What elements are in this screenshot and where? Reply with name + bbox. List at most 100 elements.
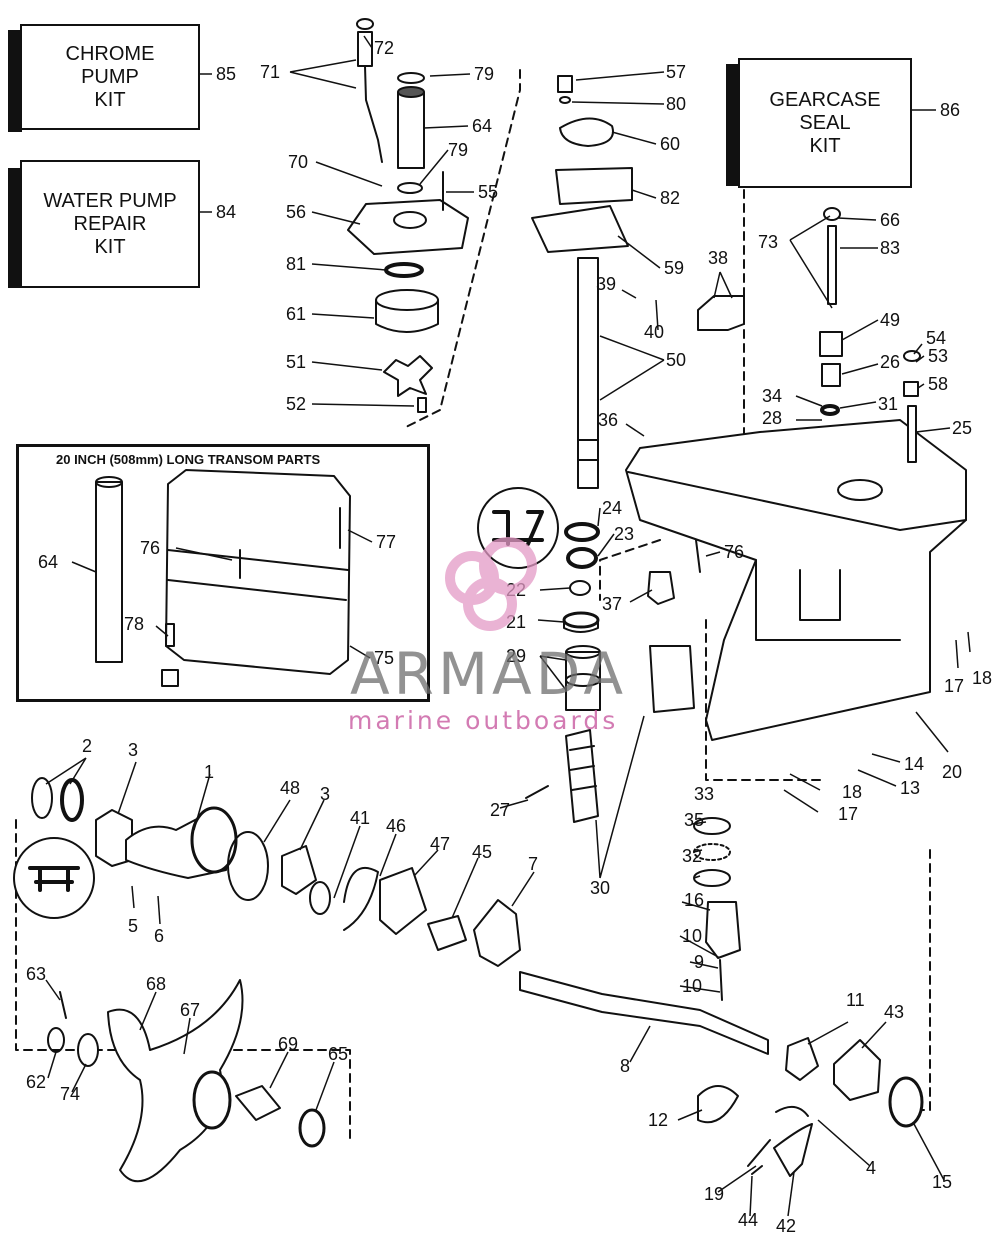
callout-82: 82 (660, 188, 680, 208)
callout-41: 41 (350, 808, 370, 828)
callout-30: 30 (590, 878, 610, 898)
water-tube-64 (397, 91, 425, 169)
callout-63: 63 (26, 964, 46, 984)
callout-70: 70 (288, 152, 308, 172)
callout-3-right: 3 (320, 784, 330, 804)
inset-title: 20 INCH (508mm) LONG TRANSOM PARTS (56, 452, 321, 467)
gearcase-seal-kit-box: GEARCASE SEAL KIT (738, 58, 912, 188)
callout-7: 7 (528, 854, 538, 874)
callout-20: 20 (942, 762, 962, 782)
callout-36: 36 (598, 410, 618, 430)
callout-2: 2 (82, 736, 92, 756)
propeller-shaft-8 (519, 971, 769, 1055)
callout-3-left: 3 (128, 740, 138, 760)
callout-27: 27 (490, 800, 510, 820)
callout-29: 29 (506, 646, 526, 666)
callout-62: 62 (26, 1072, 46, 1092)
callout-80: 80 (666, 94, 686, 114)
callout-17-lower: 17 (838, 804, 858, 824)
reverse-gear-43 (833, 1039, 881, 1101)
callout-59: 59 (664, 258, 684, 278)
callout-6: 6 (154, 926, 164, 946)
callout-71: 71 (260, 62, 280, 82)
callout-66: 66 (880, 210, 900, 230)
callout-64-upper: 64 (472, 116, 492, 136)
callout-45: 45 (472, 842, 492, 862)
callout-85: 85 (216, 64, 236, 84)
callout-74: 74 (60, 1084, 80, 1104)
callout-54: 54 (926, 328, 946, 348)
callout-69: 69 (278, 1034, 298, 1054)
drive-shaft-50 (577, 257, 599, 489)
callout-11: 11 (846, 990, 865, 1010)
callout-26: 26 (880, 352, 900, 372)
chrome-pump-kit-box: CHROME PUMP KIT (20, 24, 200, 130)
callout-42: 42 (776, 1216, 796, 1236)
callout-83: 83 (880, 238, 900, 258)
callout-52: 52 (286, 394, 306, 414)
callout-51: 51 (286, 352, 306, 372)
callout-14: 14 (904, 754, 924, 774)
callout-37: 37 (602, 594, 622, 614)
callout-19: 19 (704, 1184, 724, 1204)
armada-logo-icon (445, 537, 537, 631)
water-pump-kit-box: WATER PUMP REPAIR KIT (20, 160, 200, 288)
callout-15: 15 (932, 1172, 952, 1192)
callout-47: 47 (430, 834, 450, 854)
callout-16: 16 (684, 890, 704, 910)
callout-17-upper: 17 (944, 676, 964, 696)
callout-79-lower: 79 (448, 140, 468, 160)
callout-32: 32 (682, 846, 702, 866)
callout-75: 75 (374, 648, 394, 668)
callout-10-lower: 10 (682, 976, 702, 996)
callout-35: 35 (684, 810, 704, 830)
callout-73: 73 (758, 232, 778, 252)
callout-25: 25 (952, 418, 972, 438)
long-transom-inset (16, 444, 430, 702)
callout-13: 13 (900, 778, 920, 798)
callout-48: 48 (280, 778, 300, 798)
callout-79-upper: 79 (474, 64, 494, 84)
callout-76-inset: 76 (140, 538, 160, 558)
callout-labels: 85 84 86 71 72 79 64 79 70 55 56 81 61 5… (26, 38, 992, 1236)
callout-1: 1 (204, 762, 214, 782)
callout-68: 68 (146, 974, 166, 994)
callout-55: 55 (478, 182, 498, 202)
callout-40: 40 (644, 322, 664, 342)
callout-61: 61 (286, 304, 306, 324)
callout-10-upper: 10 (682, 926, 702, 946)
callout-12: 12 (648, 1110, 668, 1130)
impeller-51 (383, 355, 433, 397)
callout-31: 31 (878, 394, 898, 414)
lower-dash-guide (705, 619, 821, 781)
chrome-pump-kit-shadow (8, 30, 22, 132)
right-dash-guide (919, 849, 931, 1111)
forward-gear-7 (473, 899, 521, 967)
callout-38: 38 (708, 248, 728, 268)
callout-4: 4 (866, 1158, 876, 1178)
callout-18-lower: 18 (842, 782, 862, 802)
watermark-subtitle: marine outboards (348, 706, 619, 735)
callout-28: 28 (762, 408, 782, 428)
callout-86: 86 (940, 100, 960, 120)
callout-84: 84 (216, 202, 236, 222)
callout-65: 65 (328, 1044, 348, 1064)
callout-78: 78 (124, 614, 144, 634)
callout-81: 81 (286, 254, 306, 274)
callout-57: 57 (666, 62, 686, 82)
callout-50: 50 (666, 350, 686, 370)
callout-23: 23 (614, 524, 634, 544)
callout-72: 72 (374, 38, 394, 58)
callout-24: 24 (602, 498, 622, 518)
callout-9: 9 (694, 952, 704, 972)
callout-77: 77 (376, 532, 396, 552)
gearcase-housing-20 (625, 419, 967, 741)
callout-8: 8 (620, 1056, 630, 1076)
callout-64-inset: 64 (38, 552, 58, 572)
watermark-title: ARMADA (350, 640, 628, 708)
callout-34: 34 (762, 386, 782, 406)
callout-44: 44 (738, 1210, 758, 1230)
pinion-dash-guide (599, 539, 661, 601)
callout-43: 43 (884, 1002, 904, 1022)
